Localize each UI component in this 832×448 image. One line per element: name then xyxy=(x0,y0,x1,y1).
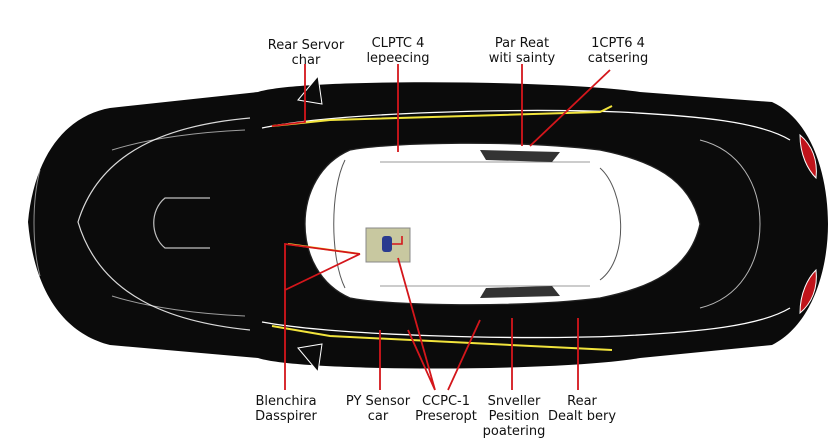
hood-outline xyxy=(77,117,251,331)
callout-label-rear-servor-char: Rear Servor char xyxy=(268,38,344,68)
car-cabin xyxy=(304,142,701,306)
callout-label-ccpc-1: CCPC-1 Preseropt xyxy=(415,394,477,424)
sensor-wire xyxy=(392,236,403,245)
callout-label-rear-dealt-bery: Rear Dealt bery xyxy=(548,394,616,424)
callout-text: CCPC-1 xyxy=(421,394,471,409)
callout-text: catsering xyxy=(587,51,649,66)
callout-text: Rear xyxy=(567,394,597,409)
sensor-chip xyxy=(382,236,392,252)
body-outline-bottom xyxy=(261,307,791,339)
callout-text: char xyxy=(291,53,321,68)
callout-line-rear-servor xyxy=(271,64,306,127)
callout-text: Snveller xyxy=(487,394,541,409)
callout-line-1cpt6 xyxy=(529,69,611,147)
callout-line-ccpc-b xyxy=(447,319,481,391)
sensor-module xyxy=(365,227,411,263)
callout-text: car xyxy=(367,409,389,424)
callout-text: poatering xyxy=(482,424,546,439)
callout-text: PY Sensor xyxy=(345,394,411,409)
callout-label-par-reat: Par Reat witi sainty xyxy=(489,36,555,66)
mirror-left xyxy=(297,74,323,105)
callout-text: Preseropt xyxy=(415,409,477,424)
hood-crease-bottom xyxy=(111,295,246,317)
callout-label-blenchira: Blenchira Dasspirer xyxy=(255,394,317,424)
callout-label-1cpt6-4: 1CPT6 4 catsering xyxy=(588,36,648,66)
front-bumper xyxy=(33,169,41,277)
callout-line-ccpc xyxy=(397,257,436,391)
tail-light-top xyxy=(799,133,817,180)
callout-text: lepeecing xyxy=(366,51,430,66)
callout-text: Par Reat xyxy=(494,36,550,51)
door-pillar-bottom xyxy=(480,286,560,298)
callout-label-clptc-4: CLPTC 4 lepeecing xyxy=(366,36,429,66)
hood-crease-top xyxy=(111,129,246,151)
callout-label-py-sensor: PY Sensor car xyxy=(346,394,410,424)
rear-window-line xyxy=(599,167,622,281)
windshield-line xyxy=(333,159,346,289)
callout-text: Rear Servor xyxy=(267,38,345,53)
callout-text: Blenchira xyxy=(255,394,317,409)
callout-lines xyxy=(271,64,611,391)
callout-text: Dasspirer xyxy=(255,409,317,424)
callout-text: 1CPT6 4 xyxy=(591,36,645,51)
sensor-line-bottom xyxy=(271,325,613,351)
tail-light-bottom xyxy=(799,268,817,315)
mirror-right xyxy=(297,343,323,374)
rear-boot-outline xyxy=(699,139,761,309)
callout-line-blenchira xyxy=(284,242,361,390)
callout-text: witi sainty xyxy=(488,51,556,66)
callout-text: CLPTC 4 xyxy=(371,36,425,51)
hood-vent xyxy=(153,197,210,249)
callout-text: Dealt bery xyxy=(547,409,617,424)
door-pillar-top xyxy=(480,150,560,162)
cabin-roof xyxy=(304,142,701,306)
callout-text: Pesition xyxy=(488,409,540,424)
callout-label-snveller: Snveller Pesition poatering xyxy=(483,394,546,439)
